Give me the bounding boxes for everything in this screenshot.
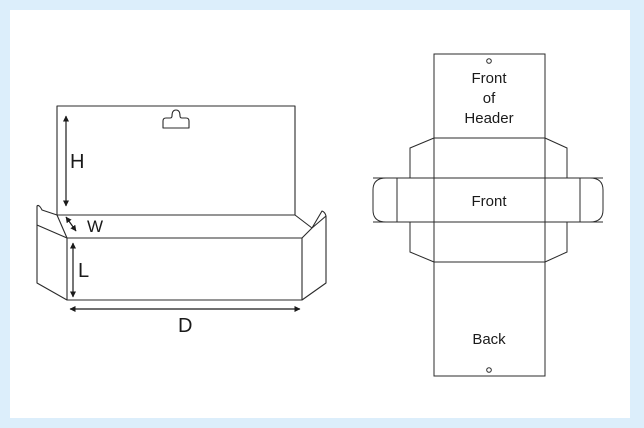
- back-label: Back: [472, 331, 506, 348]
- front-of-header-line3: Header: [464, 110, 513, 127]
- top-hole-icon: [486, 58, 492, 64]
- front-of-header-line1: Front: [471, 70, 507, 87]
- dieline-illustration: [372, 53, 604, 377]
- bottom-hole-icon: [486, 367, 492, 373]
- right-side-tab: [545, 177, 604, 223]
- left-side-tab: [372, 177, 434, 223]
- header-card: [56, 105, 296, 216]
- dieline-labels: Front of Header Front Back: [464, 70, 513, 348]
- lower-dust-flaps: [409, 222, 568, 263]
- length-label: L: [78, 260, 89, 282]
- height-label: H: [70, 151, 84, 173]
- hang-box-illustration: [36, 105, 327, 301]
- upper-dust-flaps: [409, 137, 568, 178]
- right-end-flap: [301, 210, 327, 301]
- depth-label: D: [178, 315, 192, 337]
- hang-hole-icon: [162, 109, 190, 129]
- tray-front-face: [66, 237, 303, 301]
- width-arrow: [65, 216, 77, 232]
- width-label: W: [87, 217, 103, 236]
- tray-back-rim: [57, 214, 313, 229]
- front-of-header-line2: of: [483, 90, 496, 107]
- front-label: Front: [471, 193, 507, 210]
- tray-inner-rim: [56, 214, 68, 239]
- left-end-flap: [36, 204, 68, 301]
- dimension-labels: H W L D: [70, 151, 192, 337]
- dimension-arrows: [63, 115, 301, 312]
